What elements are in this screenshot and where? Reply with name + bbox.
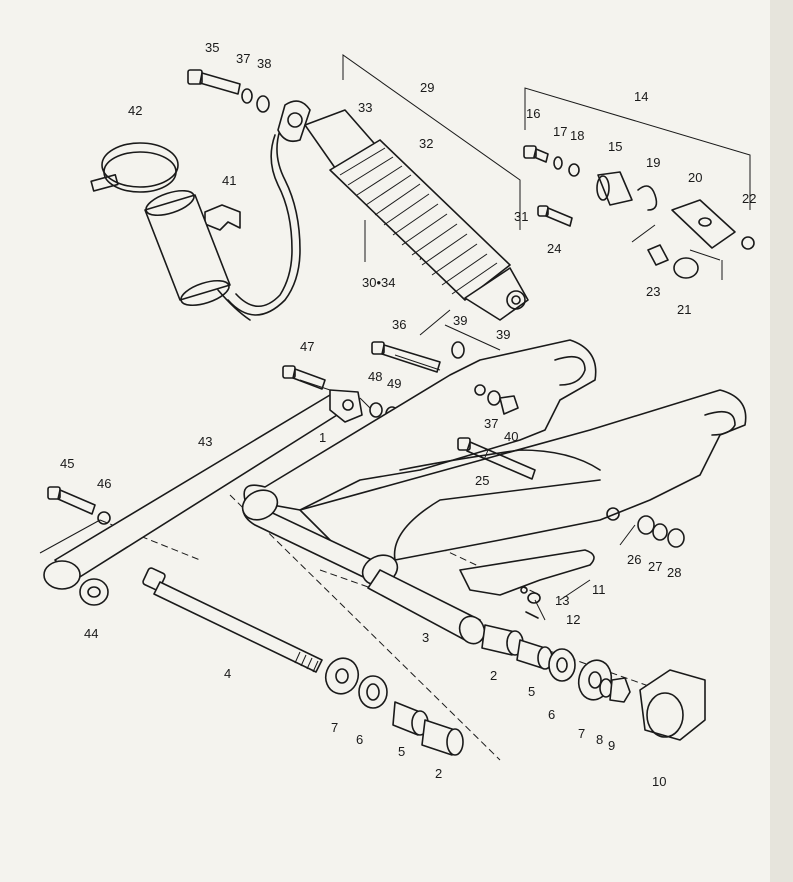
axle-bolt-part <box>457 390 685 548</box>
part-label: 17 <box>553 124 567 139</box>
part-label: 37 <box>484 416 498 431</box>
part-label: 24 <box>547 241 561 256</box>
part-label: 37 <box>236 51 250 66</box>
part-label: 27 <box>648 559 662 574</box>
part-label: 23 <box>646 284 660 299</box>
part-label: 4 <box>224 666 231 681</box>
page-edge <box>770 0 793 882</box>
torque-rod-bolt-part <box>47 486 111 525</box>
part-label: 22 <box>742 191 756 206</box>
part-label: 26 <box>627 552 641 567</box>
part-label: 46 <box>97 476 111 491</box>
chain-adjuster-part <box>523 145 755 279</box>
pivot-cap-part <box>639 669 706 741</box>
hose-clamp-part <box>90 142 179 193</box>
leader-lines <box>39 54 751 621</box>
part-label: 7 <box>331 720 338 735</box>
part-label: 2 <box>490 668 497 683</box>
part-label: 15 <box>608 139 622 154</box>
part-label: 6 <box>356 732 363 747</box>
part-labels: 1 2 2 3 4 5 5 6 6 7 7 8 9 10 11 12 13 14… <box>60 40 756 789</box>
part-label: 1 <box>319 430 326 445</box>
part-label: 3 <box>422 630 429 645</box>
part-label: 18 <box>570 128 584 143</box>
part-label: 36 <box>392 317 406 332</box>
part-label: 14 <box>634 89 648 104</box>
part-label: 32 <box>419 136 433 151</box>
part-label: 42 <box>128 103 142 118</box>
hose-part <box>227 129 301 316</box>
part-label: 49 <box>387 376 401 391</box>
part-label: 35 <box>205 40 219 55</box>
pivot-shaft-part <box>142 567 323 673</box>
top-bolt-part <box>187 69 270 113</box>
part-label: 28 <box>667 565 681 580</box>
left-bearing-set-part <box>324 657 464 756</box>
part-label: 6 <box>548 707 555 722</box>
bracket-part <box>204 204 241 231</box>
part-label: 7 <box>578 726 585 741</box>
part-label: 2 <box>435 766 442 781</box>
part-label: 40 <box>504 429 518 444</box>
part-label: 11 <box>592 582 606 597</box>
part-label: 5 <box>398 744 405 759</box>
part-label: 13 <box>555 593 569 608</box>
part-label: 39 <box>496 327 510 342</box>
part-label: 19 <box>646 155 660 170</box>
part-label: 25 <box>475 473 489 488</box>
pivot-sleeve-part <box>367 569 486 645</box>
part-label: 12 <box>566 612 580 627</box>
part-label: 48 <box>368 369 382 384</box>
swingarm-part <box>241 339 747 586</box>
part-label: 16 <box>526 106 540 121</box>
chain-guard-part <box>459 549 595 619</box>
part-label: 38 <box>257 56 271 71</box>
part-label: 33 <box>358 100 372 115</box>
part-label: 43 <box>198 434 212 449</box>
right-bearing-set-part <box>481 624 631 703</box>
part-label: 8 <box>596 732 603 747</box>
part-label: 41 <box>222 173 236 188</box>
part-label: 20 <box>688 170 702 185</box>
part-label: 5 <box>528 684 535 699</box>
part-label: 30•34 <box>362 275 395 290</box>
shock-absorber-part <box>277 100 529 321</box>
part-label: 45 <box>60 456 74 471</box>
torque-rod-part <box>43 389 363 606</box>
part-label: 44 <box>84 626 98 641</box>
part-label: 47 <box>300 339 314 354</box>
reservoir-part <box>144 189 251 321</box>
part-label: 21 <box>677 302 691 317</box>
part-label: 39 <box>453 313 467 328</box>
part-label: 31 <box>514 209 528 224</box>
part-label: 29 <box>420 80 434 95</box>
part-label: 9 <box>608 738 615 753</box>
part-label: 10 <box>652 774 666 789</box>
